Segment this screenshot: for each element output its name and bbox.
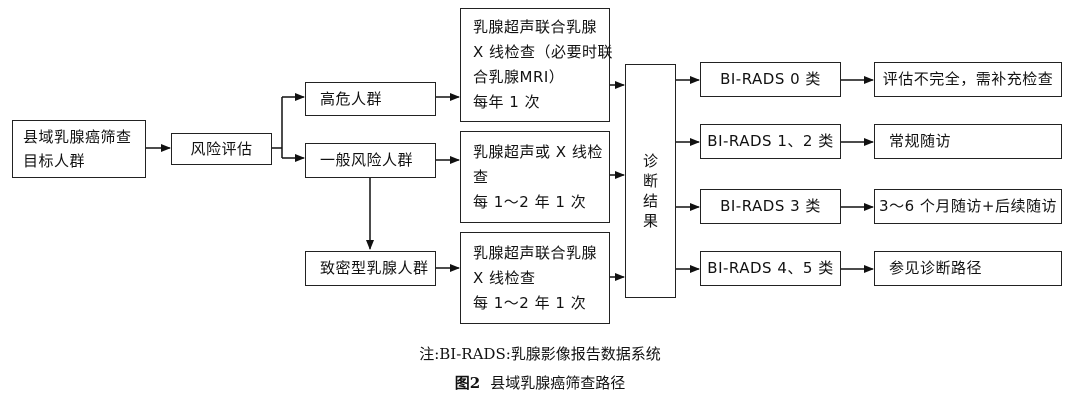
screening-general-line3: 每 1～2 年 1 次: [473, 193, 587, 211]
dense-breast-label: 致密型乳腺人群: [320, 259, 429, 277]
target-group-box: 县域乳腺癌筛查 目标人群: [12, 120, 146, 178]
action-incomplete-label: 评估不完全，需补充检查: [882, 70, 1054, 88]
target-group-line1: 县域乳腺癌筛查: [23, 128, 132, 146]
action-routine-label: 常规随访: [889, 132, 952, 150]
screening-high-risk-line2: X 线检查（必要时联: [473, 43, 614, 61]
diagnosis-result-label: 诊 断 结 果: [626, 151, 675, 231]
screening-high-risk-line3: 合乳腺MRI）: [473, 68, 565, 86]
dense-breast-box: 致密型乳腺人群: [305, 251, 436, 286]
action-followup-label: 3～6 个月随访+后续随访: [879, 197, 1057, 215]
target-group-line2: 目标人群: [23, 152, 86, 170]
risk-assessment-box: 风险评估: [171, 133, 272, 165]
diagnosis-char-3: 结: [642, 192, 658, 210]
action-diagnosis-path-label: 参见诊断路径: [889, 259, 983, 277]
diagnosis-char-1: 诊: [642, 152, 658, 170]
high-risk-label: 高危人群: [320, 90, 383, 108]
branch-connector: [272, 97, 283, 158]
figure-caption: 图2 县域乳腺癌筛查路径: [0, 372, 1080, 393]
figure-number: 图2: [454, 374, 481, 392]
action-followup-box: 3～6 个月随访+后续随访: [874, 189, 1062, 224]
figure-title: 县域乳腺癌筛查路径: [490, 374, 626, 392]
screening-dense-line1: 乳腺超声联合乳腺: [473, 244, 598, 262]
birads-0-label: BI-RADS 0 类: [720, 70, 821, 88]
birads-1-2-label: BI-RADS 1、2 类: [707, 132, 834, 150]
action-diagnosis-path-box: 参见诊断路径: [874, 251, 1062, 286]
action-incomplete-box: 评估不完全，需补充检查: [874, 62, 1062, 97]
action-routine-box: 常规随访: [874, 124, 1062, 159]
birads-1-2-box: BI-RADS 1、2 类: [700, 124, 841, 159]
screening-general-box: 乳腺超声或 X 线检 查 每 1～2 年 1 次: [460, 131, 610, 223]
diagnosis-result-box: 诊 断 结 果: [625, 64, 676, 298]
diagnosis-char-2: 断: [642, 172, 658, 190]
diagnosis-char-4: 果: [642, 212, 658, 230]
general-risk-label: 一般风险人群: [320, 151, 414, 169]
screening-dense-box: 乳腺超声联合乳腺 X 线检查 每 1～2 年 1 次: [460, 232, 610, 324]
birads-4-5-box: BI-RADS 4、5 类: [700, 251, 841, 286]
birads-3-box: BI-RADS 3 类: [700, 189, 841, 224]
screening-dense-line2: X 线检查: [473, 269, 536, 287]
screening-high-risk-line4: 每年 1 次: [473, 93, 541, 111]
screening-high-risk-line1: 乳腺超声联合乳腺: [473, 18, 598, 36]
risk-assessment-label: 风险评估: [190, 140, 253, 158]
screening-dense-line3: 每 1～2 年 1 次: [473, 294, 587, 312]
birads-4-5-label: BI-RADS 4、5 类: [707, 259, 834, 277]
birads-0-box: BI-RADS 0 类: [700, 62, 841, 97]
screening-general-line2: 查: [473, 168, 489, 186]
general-risk-box: 一般风险人群: [305, 143, 436, 178]
high-risk-box: 高危人群: [305, 82, 436, 116]
screening-high-risk-box: 乳腺超声联合乳腺 X 线检查（必要时联 合乳腺MRI） 每年 1 次: [460, 8, 614, 122]
figure-note: 注:BI-RADS:乳腺影像报告数据系统: [419, 345, 661, 363]
screening-general-line1: 乳腺超声或 X 线检: [473, 143, 603, 161]
birads-3-label: BI-RADS 3 类: [720, 197, 821, 215]
